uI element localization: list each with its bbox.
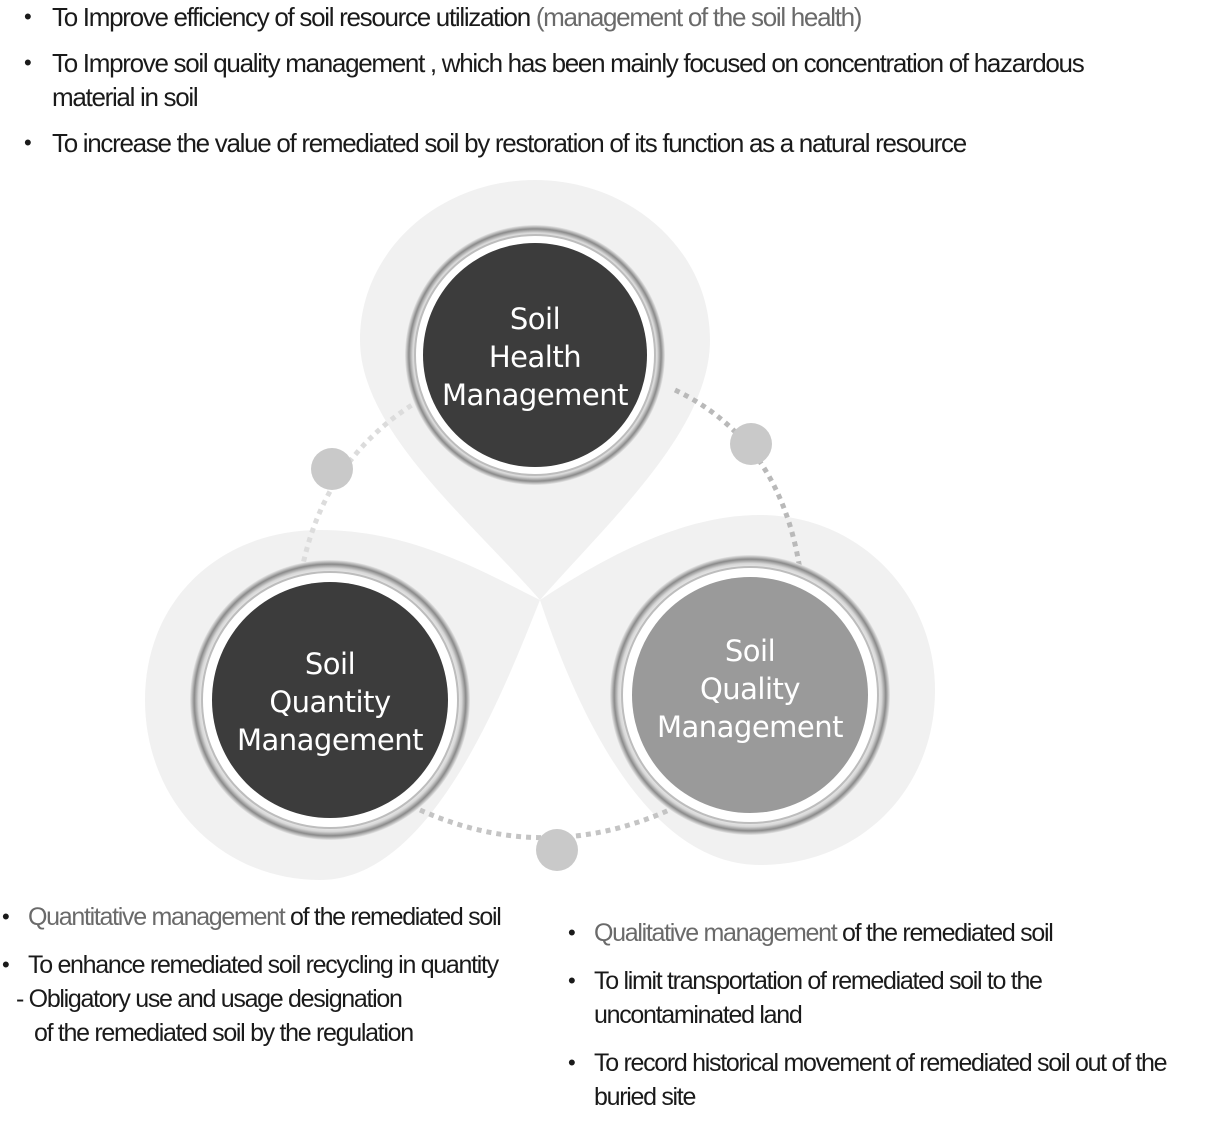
quality-details-list: Qualitative management of the remediated…: [566, 916, 1228, 1128]
objective-note: (management of the soil health): [535, 2, 863, 32]
quantity-details-list: Quantitative management of the remediate…: [0, 900, 560, 1064]
sub-point: - Obligatory use and usage designation: [16, 985, 403, 1013]
connector-dot: [311, 448, 353, 490]
quality-detail-item: Qualitative management of the remediated…: [566, 916, 1228, 950]
node-quantity: [190, 560, 470, 840]
connector-quantity-quality: [418, 797, 692, 841]
node-quality: [610, 555, 890, 835]
connector-dot: [730, 423, 772, 465]
objective-item: To Improve soil quality management , whi…: [0, 46, 1228, 114]
objective-item: To Improve efficiency of soil resource u…: [0, 0, 1228, 34]
node-quality-label: Soil Quality Management: [656, 634, 844, 744]
objective-item: To increase the value of remediated soil…: [0, 126, 1228, 160]
quantity-detail-item: Quantitative management of the remediate…: [0, 900, 560, 934]
node-health: [405, 225, 665, 485]
quantity-detail-item: To enhance remediated soil recycling in …: [0, 948, 560, 1050]
node-quantity-label: Soil Quantity Management: [236, 647, 424, 757]
quality-detail-item: To limit transportation of remediated so…: [566, 964, 1228, 1032]
node-health-label: Soil Health Management: [441, 302, 629, 412]
quality-detail-item: To record historical movement of remedia…: [566, 1046, 1228, 1114]
sub-point-continued: of the remediated soil by the regulation: [34, 1019, 414, 1047]
objectives-list: To Improve efficiency of soil resource u…: [0, 0, 1228, 172]
connector-dot: [536, 829, 578, 871]
